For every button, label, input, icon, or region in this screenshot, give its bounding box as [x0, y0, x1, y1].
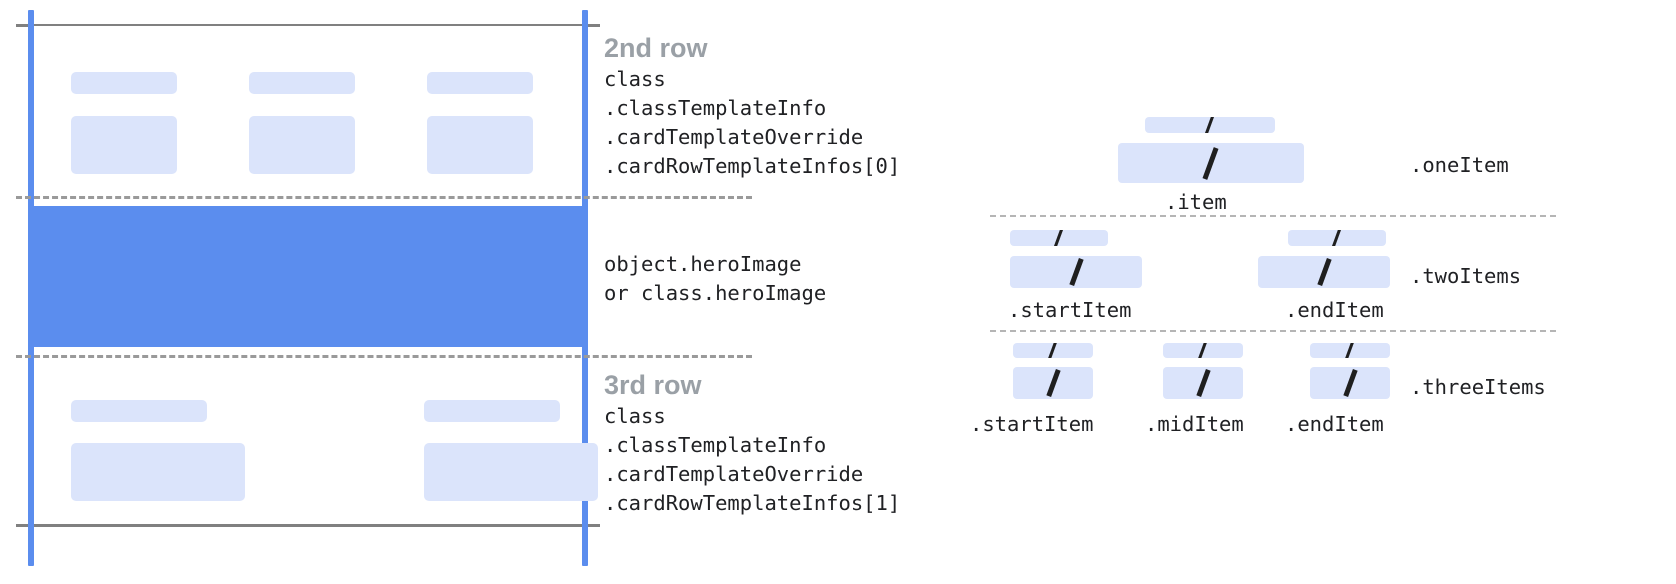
- row2-col3-label-placeholder: [427, 72, 533, 94]
- hero-image-band: [28, 206, 588, 347]
- third-row-code: class .classTemplateInfo .cardTemplateOv…: [604, 404, 901, 515]
- two-items-start-label: .startItem: [1008, 298, 1132, 322]
- third-row-annotation: 3rd row class .classTemplateInfo .cardTe…: [604, 368, 900, 518]
- row2-col1-label-placeholder: [71, 72, 177, 94]
- hero-row3-separator: [16, 355, 752, 358]
- slash-icon: [1344, 343, 1355, 358]
- second-row-band: [34, 26, 582, 206]
- second-row-title: 2nd row: [604, 33, 708, 63]
- slash-icon: [1331, 230, 1342, 246]
- one-item-label-chip: [1145, 117, 1275, 133]
- three-items-end-label-chip: [1310, 343, 1390, 358]
- row3-col1-value-placeholder: [71, 443, 245, 501]
- three-items-mid-value-chip: [1163, 367, 1243, 399]
- two-items-start-value-chip: [1010, 256, 1142, 288]
- slash-icon: [1317, 257, 1332, 287]
- item-layouts-panel: .item .oneItem .startItem .endItem .twoI…: [960, 0, 1676, 584]
- three-items-start-value-chip: [1013, 367, 1093, 399]
- second-row-code: class .classTemplateInfo .cardTemplateOv…: [604, 67, 901, 178]
- three-items-start-label-chip: [1013, 343, 1093, 358]
- two-items-end-label: .endItem: [1285, 298, 1384, 322]
- one-item-slot-label: .item: [1165, 190, 1227, 214]
- row2-col3-value-placeholder: [427, 116, 533, 174]
- row2-col1-value-placeholder: [71, 116, 177, 174]
- third-row-title: 3rd row: [604, 370, 702, 400]
- card-top-rule: [16, 24, 600, 27]
- slash-icon: [1197, 343, 1208, 358]
- three-items-end-value-chip: [1310, 367, 1390, 399]
- hero-image-annotation: object.heroImage or class.heroImage: [604, 250, 826, 308]
- three-items-mid-label: .midItem: [1145, 412, 1244, 436]
- slash-icon: [1046, 368, 1061, 398]
- two-items-end-value-chip: [1258, 256, 1390, 288]
- one-item-value-chip: [1118, 143, 1304, 183]
- two-items-start-label-chip: [1010, 230, 1108, 246]
- card-bottom-rule: [16, 524, 600, 527]
- hero-image-code: object.heroImage or class.heroImage: [604, 252, 827, 305]
- row2-col2-label-placeholder: [249, 72, 355, 94]
- three-items-start-label: .startItem: [970, 412, 1094, 436]
- second-row-annotation: 2nd row class .classTemplateInfo .cardTe…: [604, 31, 900, 181]
- row3-col2-value-placeholder: [424, 443, 598, 501]
- three-items-mid-label-chip: [1163, 343, 1243, 358]
- one-item-layout-label: .oneItem: [1410, 153, 1509, 177]
- slash-icon: [1202, 147, 1219, 180]
- slash-icon: [1204, 117, 1215, 133]
- slash-icon: [1069, 257, 1084, 287]
- slash-icon: [1047, 343, 1058, 358]
- slash-icon: [1053, 230, 1064, 246]
- third-row-band: [34, 355, 598, 524]
- two-three-separator: [990, 330, 1556, 332]
- row3-col2-label-placeholder: [424, 400, 560, 422]
- three-items-layout-label: .threeItems: [1410, 375, 1546, 399]
- row2-col2-value-placeholder: [249, 116, 355, 174]
- row3-col1-label-placeholder: [71, 400, 207, 422]
- slash-icon: [1196, 368, 1211, 398]
- two-items-end-label-chip: [1288, 230, 1386, 246]
- one-two-separator: [990, 215, 1556, 217]
- slash-icon: [1343, 368, 1358, 398]
- two-items-layout-label: .twoItems: [1410, 264, 1522, 288]
- row2-hero-separator: [16, 196, 752, 199]
- three-items-end-label: .endItem: [1285, 412, 1384, 436]
- card-frame: [16, 10, 600, 566]
